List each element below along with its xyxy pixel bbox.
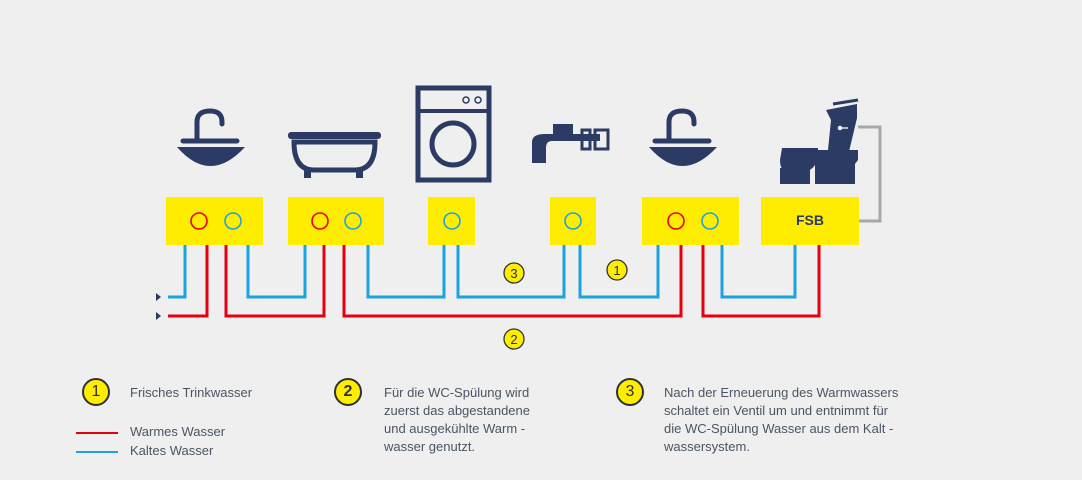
legend-warm-water: Warmes Wasser xyxy=(130,424,226,439)
tap-icon xyxy=(532,124,610,163)
warm-inlet-arrow-icon xyxy=(156,312,161,320)
washbasin-right-icon xyxy=(649,108,717,166)
cold-pipe-segment-2 xyxy=(366,245,446,299)
cold-line-sample xyxy=(76,451,118,453)
warm-water-pipes xyxy=(168,245,821,318)
legend-badge-one: 1 xyxy=(82,378,110,406)
diagram-badge-three: 3 xyxy=(503,262,525,284)
warm-port xyxy=(311,212,329,230)
warm-line-sample xyxy=(76,432,118,434)
toilet-icon xyxy=(780,98,859,184)
legend-fresh-water: Frisches Trinkwasser xyxy=(130,385,253,400)
cold-port xyxy=(564,212,582,230)
svg-text:3: 3 xyxy=(510,266,517,281)
warm-pipe-segment-2 xyxy=(342,245,683,318)
cold-pipe-segment-4 xyxy=(578,245,660,299)
box-washbasin-left xyxy=(166,197,263,245)
toilet-cistern-pipe xyxy=(858,125,882,223)
cold-water-pipes xyxy=(168,245,797,299)
legend-valve-switch: Nach der Erneuerung des Warmwassers scha… xyxy=(664,385,899,454)
bathtub-icon xyxy=(288,132,381,178)
box-bathtub xyxy=(288,197,384,245)
svg-text:1: 1 xyxy=(613,263,620,278)
warm-port xyxy=(667,212,685,230)
washing-machine-icon xyxy=(415,85,492,183)
connection-boxes: FSB xyxy=(166,197,859,245)
legend-badge-three: 3 xyxy=(616,378,644,406)
cold-port xyxy=(224,212,242,230)
cold-inlet-arrow-icon xyxy=(156,293,161,301)
diagram-badge-one: 1 xyxy=(606,259,628,281)
warm-pipe-segment-1 xyxy=(224,245,326,318)
cold-pipe-segment-5 xyxy=(720,245,797,299)
cold-pipe-segment-1 xyxy=(246,245,307,299)
warm-pipe-segment-3 xyxy=(701,245,821,318)
svg-text:2: 2 xyxy=(510,332,517,347)
cold-pipe-main xyxy=(168,245,187,299)
washbasin-left-icon xyxy=(177,108,245,166)
box-tap xyxy=(550,197,596,245)
box-washing-machine xyxy=(428,197,475,245)
fsb-label: FSB xyxy=(796,212,824,228)
legend-wc-flush-warm: Für die WC-Spülung wird zuerst das abges… xyxy=(384,385,530,454)
warm-port xyxy=(190,212,208,230)
legend-cold-water: Kaltes Wasser xyxy=(130,443,214,458)
cold-pipe-segment-3 xyxy=(456,245,566,299)
diagram-badge-two: 2 xyxy=(503,328,525,350)
cold-port xyxy=(701,212,719,230)
legend-badge-two: 2 xyxy=(334,378,362,406)
warm-pipe-main xyxy=(168,245,209,318)
box-fsb xyxy=(761,197,859,245)
cold-port xyxy=(443,212,461,230)
cold-port xyxy=(344,212,362,230)
box-washbasin-right xyxy=(642,197,739,245)
